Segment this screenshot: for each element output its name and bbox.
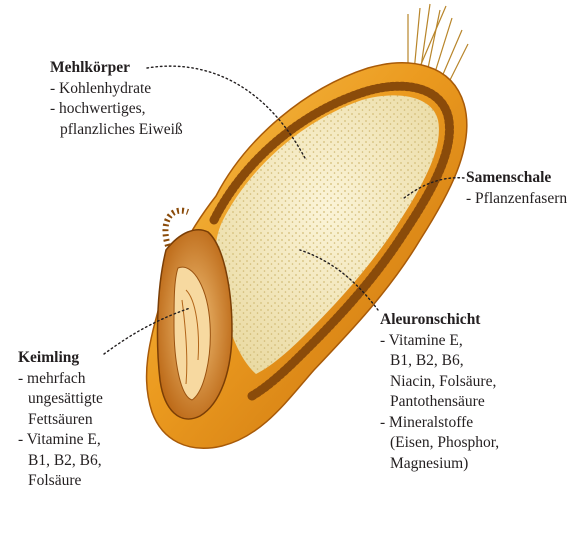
label-aleuronschicht: Aleuronschicht - Vitamine E, B1, B2, B6,… [380,310,499,474]
label-line: ungesättigte [18,389,103,410]
label-mehlkoerper: Mehlkörper - Kohlenhydrate - hochwertige… [50,58,183,140]
label-line: B1, B2, B6, [18,451,103,472]
label-line: - Vitamine E, [380,331,499,352]
label-line: Fettsäuren [18,410,103,431]
label-line: Pantothensäure [380,392,499,413]
label-keimling: Keimling - mehrfach ungesättigte Fettsäu… [18,348,103,492]
label-line: Folsäure [18,471,103,492]
label-line: (Eisen, Phosphor, [380,433,499,454]
label-samenschale: Samenschale - Pflanzenfasern [466,168,567,209]
label-line: - Pflanzenfasern [466,189,567,210]
label-title: Samenschale [466,168,567,189]
label-line: B1, B2, B6, [380,351,499,372]
label-line: - hochwertiges, [50,99,183,120]
label-line: pflanzliches Eiweiß [50,120,183,141]
label-title: Aleuronschicht [380,310,499,331]
label-line: - mehrfach [18,369,103,390]
label-title: Keimling [18,348,103,369]
label-title: Mehlkörper [50,58,183,79]
label-line: - Kohlenhydrate [50,79,183,100]
label-line: - Vitamine E, [18,430,103,451]
label-line: Magnesium) [380,454,499,475]
label-line: Niacin, Folsäure, [380,372,499,393]
label-line: - Mineralstoffe [380,413,499,434]
